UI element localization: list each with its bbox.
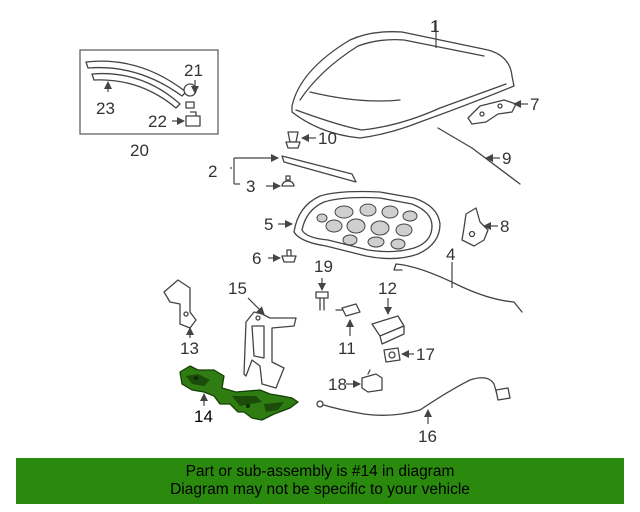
weatherstrip-upper xyxy=(85,60,187,97)
callout-20: 20 xyxy=(130,141,149,160)
retainer-6 xyxy=(268,249,297,263)
hood-strut xyxy=(437,127,521,185)
callout-14: 14 xyxy=(194,407,213,426)
hood-panel xyxy=(291,20,515,139)
hood-hinge xyxy=(467,99,528,125)
callout-22: 22 xyxy=(148,112,167,131)
banner-line-1: Part or sub-assembly is #14 in diagram xyxy=(185,463,455,480)
callout-16: 16 xyxy=(418,427,437,446)
grommet-17 xyxy=(383,347,414,363)
hinge-bracket xyxy=(461,207,498,247)
bracket-18 xyxy=(346,369,383,393)
inset-box-20 xyxy=(79,49,219,135)
callout-23: 23 xyxy=(96,99,115,118)
callout-5: 5 xyxy=(264,215,273,234)
weatherstrip-lower xyxy=(91,72,181,109)
callout-7: 7 xyxy=(530,95,539,114)
retainer-22 xyxy=(185,111,201,127)
callout-6: 6 xyxy=(252,249,261,268)
callout-2: 2 xyxy=(208,162,217,181)
callout-11: 11 xyxy=(338,339,356,358)
callout-4: 4 xyxy=(446,245,455,264)
support-15 xyxy=(243,297,297,389)
release-cable-16 xyxy=(316,377,511,424)
callout-15: 15 xyxy=(228,279,247,298)
callout-17: 17 xyxy=(416,345,435,364)
callout-13: 13 xyxy=(180,339,199,358)
banner-line-2: Diagram may not be specific to your vehi… xyxy=(170,481,470,498)
hood-insulator xyxy=(278,190,441,260)
release-cable-4 xyxy=(393,262,523,313)
switch-11 xyxy=(335,303,361,336)
callout-12: 12 xyxy=(378,279,397,298)
callout-10: 10 xyxy=(318,129,337,148)
bolt-19 xyxy=(315,278,329,311)
bumper-stop xyxy=(285,131,316,149)
striker-12 xyxy=(371,298,405,345)
callout-1: 1 xyxy=(430,17,439,36)
callout-21: 21 xyxy=(184,61,203,80)
info-banner: Part or sub-assembly is #14 in diagram D… xyxy=(16,458,624,504)
callout-8: 8 xyxy=(500,217,509,236)
callout-3: 3 xyxy=(246,177,255,196)
lock-support-14-highlighted[interactable] xyxy=(179,365,299,421)
callout-9: 9 xyxy=(502,149,511,168)
hood-seal xyxy=(230,154,357,190)
callout-19: 19 xyxy=(314,257,333,276)
bracket-13 xyxy=(163,279,197,338)
callout-18: 18 xyxy=(328,375,347,394)
